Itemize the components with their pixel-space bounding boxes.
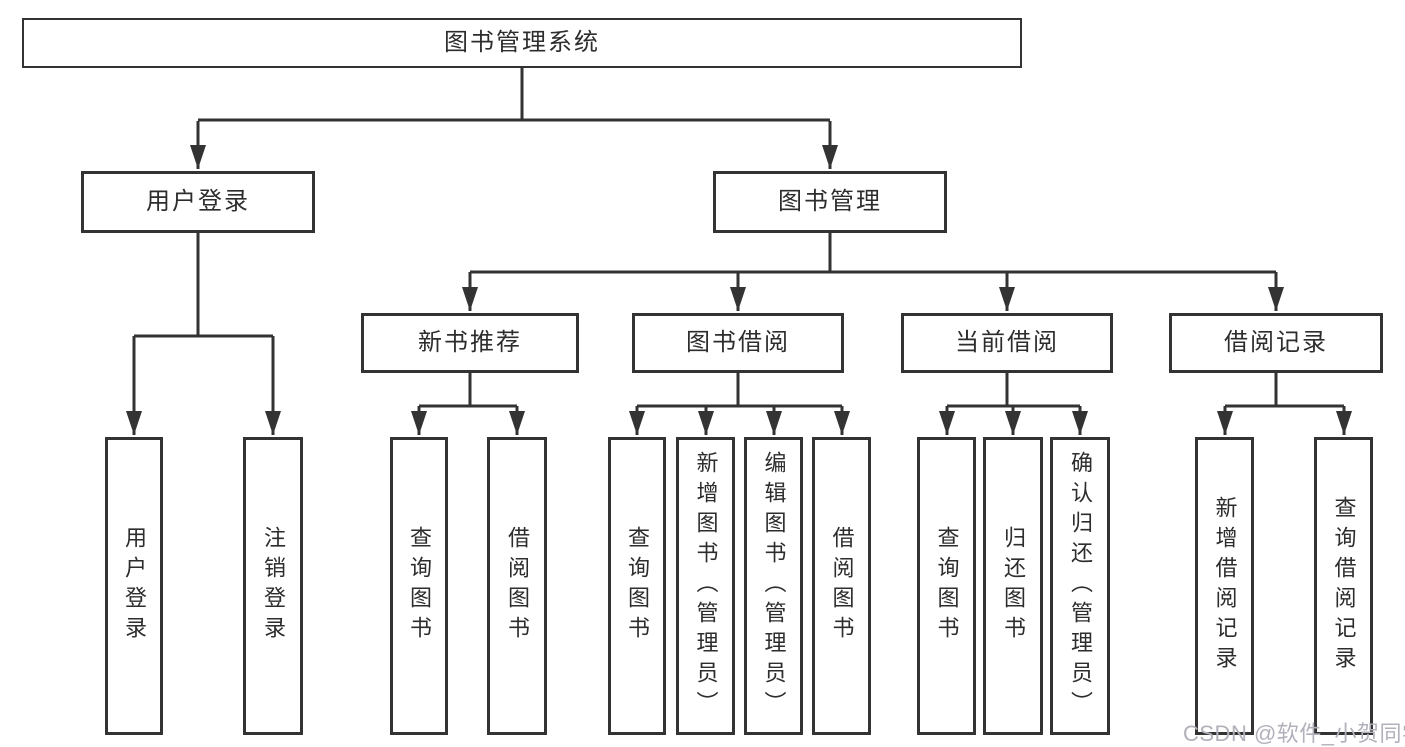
leaf-logout: 注销登录	[243, 437, 303, 735]
node-root-system: 图书管理系统	[22, 18, 1022, 68]
leaf-borrow-books-recommend: 借阅图书	[487, 437, 547, 735]
leaf-confirm-return-admin: 确认归还（管理员）	[1050, 437, 1110, 735]
node-label: 图书管理系统	[444, 29, 600, 56]
node-label: 查询图书	[934, 526, 960, 646]
leaf-return-books: 归还图书	[983, 437, 1043, 735]
node-book-management: 图书管理	[713, 171, 947, 233]
node-label: 查询图书	[407, 526, 432, 646]
node-label: 新增图书（管理员）	[693, 451, 719, 721]
csdn-watermark: CSDN @软件_小贺同学	[1183, 721, 1405, 746]
leaf-borrow-books: 借阅图书	[812, 437, 871, 735]
node-label: 图书借阅	[686, 329, 790, 356]
node-label: 用户登录	[122, 526, 147, 646]
leaf-add-borrow-record: 新增借阅记录	[1195, 437, 1254, 735]
node-label: 查询图书	[625, 526, 650, 646]
node-label: 归还图书	[1001, 526, 1026, 646]
leaf-query-borrow-record: 查询借阅记录	[1314, 437, 1373, 735]
node-label: 确认归还（管理员）	[1068, 451, 1093, 721]
connector-bars	[134, 68, 1344, 408]
node-label: 用户登录	[146, 188, 250, 215]
leaf-add-books-admin: 新增图书（管理员）	[676, 437, 735, 735]
node-borrow-records: 借阅记录	[1169, 313, 1383, 373]
node-label: 借阅图书	[505, 526, 530, 646]
node-label: 注销登录	[261, 526, 286, 646]
connector-arrows	[126, 121, 1352, 435]
node-label: 借阅图书	[829, 526, 855, 646]
leaf-edit-books-admin: 编辑图书（管理员）	[744, 437, 803, 735]
node-new-book-recommend: 新书推荐	[361, 313, 579, 373]
node-user-login: 用户登录	[81, 171, 315, 233]
node-label: 当前借阅	[955, 329, 1059, 356]
node-label: 查询借阅记录	[1331, 496, 1357, 676]
node-current-borrow: 当前借阅	[901, 313, 1113, 373]
node-book-borrow: 图书借阅	[632, 313, 844, 373]
leaf-query-books-recommend: 查询图书	[390, 437, 448, 735]
node-label: 图书管理	[778, 188, 882, 215]
node-label: 编辑图书（管理员）	[761, 451, 787, 721]
leaf-user-login: 用户登录	[105, 437, 163, 735]
node-label: 借阅记录	[1224, 329, 1328, 356]
node-label: 新增借阅记录	[1212, 496, 1238, 676]
leaf-query-books-borrow: 查询图书	[608, 437, 666, 735]
leaf-query-books-current: 查询图书	[917, 437, 976, 735]
node-label: 新书推荐	[418, 329, 522, 356]
